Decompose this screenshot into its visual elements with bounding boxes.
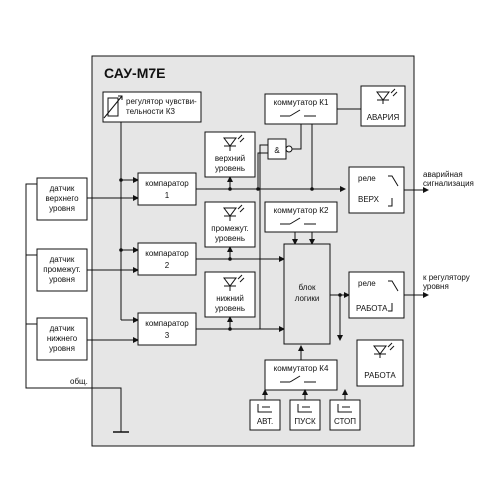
logic-block-line2: логики bbox=[295, 294, 320, 303]
output-regulator-line1: к регулятору bbox=[423, 273, 470, 282]
switch-k4: коммутатор К4 bbox=[264, 359, 338, 391]
indicator-work: РАБОТА bbox=[356, 339, 404, 387]
button-start: ПУСК bbox=[289, 399, 321, 431]
relay-top: реле ВЕРХ bbox=[348, 166, 405, 214]
sensor-lower-line1: датчик bbox=[50, 324, 75, 333]
button-auto: АВТ. bbox=[249, 399, 281, 431]
button-stop-label: СТОП bbox=[334, 417, 356, 426]
switch-k4-label: коммутатор К4 bbox=[274, 364, 329, 373]
indicator-middle-line2: уровень bbox=[215, 234, 245, 243]
sensor-upper-line2: верхнего bbox=[45, 194, 79, 203]
sensor-middle-line2: промежут. bbox=[43, 265, 81, 274]
sensor-lower-line2: нижнего bbox=[47, 334, 78, 343]
sensor-lower: датчик нижнего уровня bbox=[36, 317, 88, 361]
relay-top-label: реле bbox=[358, 174, 376, 183]
switch-k1-label: коммутатор К1 bbox=[274, 98, 329, 107]
output-alarm-line1: аварийная bbox=[423, 170, 463, 179]
indicator-middle-level: промежут. уровень bbox=[204, 201, 256, 248]
logic-block-line1: блок bbox=[299, 283, 316, 292]
comparator-2: компаратор 2 bbox=[137, 242, 197, 276]
regulator-k3: регулятор чувстви- тельности К3 bbox=[102, 91, 202, 123]
relay-work-label: реле bbox=[358, 279, 376, 288]
switch-k2: коммутатор К2 bbox=[264, 201, 338, 233]
indicator-work-label: РАБОТА bbox=[364, 371, 396, 380]
output-alarm-line2: сигнализация bbox=[423, 179, 474, 188]
common-label: общ. bbox=[70, 377, 88, 386]
button-start-label: ПУСК bbox=[294, 417, 316, 426]
logic-block: блок логики bbox=[283, 243, 331, 345]
relay-work: реле РАБОТА bbox=[348, 271, 405, 319]
indicator-lower-line1: нижний bbox=[216, 294, 244, 303]
sensor-upper-line1: датчик bbox=[50, 184, 75, 193]
comparator-2-number: 2 bbox=[165, 261, 170, 270]
and-gate-symbol: & bbox=[274, 146, 280, 155]
relay-work-name: РАБОТА bbox=[356, 304, 388, 313]
regulator-line2: тельности К3 bbox=[126, 107, 175, 116]
indicator-upper-line1: верхний bbox=[215, 154, 245, 163]
output-regulator-line2: уровня bbox=[423, 282, 449, 291]
button-stop: СТОП bbox=[329, 399, 361, 431]
comparator-2-label: компаратор bbox=[145, 249, 189, 258]
indicator-lower-line2: уровень bbox=[215, 304, 245, 313]
indicator-alarm-label: АВАРИЯ bbox=[367, 113, 400, 122]
indicator-upper-line2: уровень bbox=[215, 164, 245, 173]
comparator-1: компаратор 1 bbox=[137, 172, 197, 206]
comparator-1-label: компаратор bbox=[145, 179, 189, 188]
regulator-line1: регулятор чувстви- bbox=[126, 97, 197, 106]
device-title: САУ-М7Е bbox=[104, 65, 166, 81]
indicator-alarm: АВАРИЯ bbox=[360, 85, 406, 127]
switch-k1: коммутатор К1 bbox=[264, 93, 338, 125]
relay-top-name: ВЕРХ bbox=[358, 195, 380, 204]
sensor-upper-line3: уровня bbox=[49, 204, 75, 213]
common-wire bbox=[25, 183, 129, 433]
switch-k2-label: коммутатор К2 bbox=[274, 206, 329, 215]
indicator-upper-level: верхний уровень bbox=[204, 131, 256, 178]
indicator-middle-line1: промежут. bbox=[211, 224, 249, 233]
comparator-3-number: 3 bbox=[165, 331, 170, 340]
button-auto-label: АВТ. bbox=[257, 417, 273, 426]
sensor-middle: датчик промежут. уровня bbox=[36, 248, 88, 292]
comparator-3-label: компаратор bbox=[145, 319, 189, 328]
indicator-lower-level: нижний уровень bbox=[204, 271, 256, 318]
and-gate: & bbox=[267, 138, 293, 160]
sensor-middle-line1: датчик bbox=[50, 255, 75, 264]
comparator-1-number: 1 bbox=[165, 191, 170, 200]
sensor-upper: датчик верхнего уровня bbox=[36, 177, 88, 221]
sensor-middle-line3: уровня bbox=[49, 275, 75, 284]
comparator-3: компаратор 3 bbox=[137, 312, 197, 346]
sensor-lower-line3: уровня bbox=[49, 344, 75, 353]
